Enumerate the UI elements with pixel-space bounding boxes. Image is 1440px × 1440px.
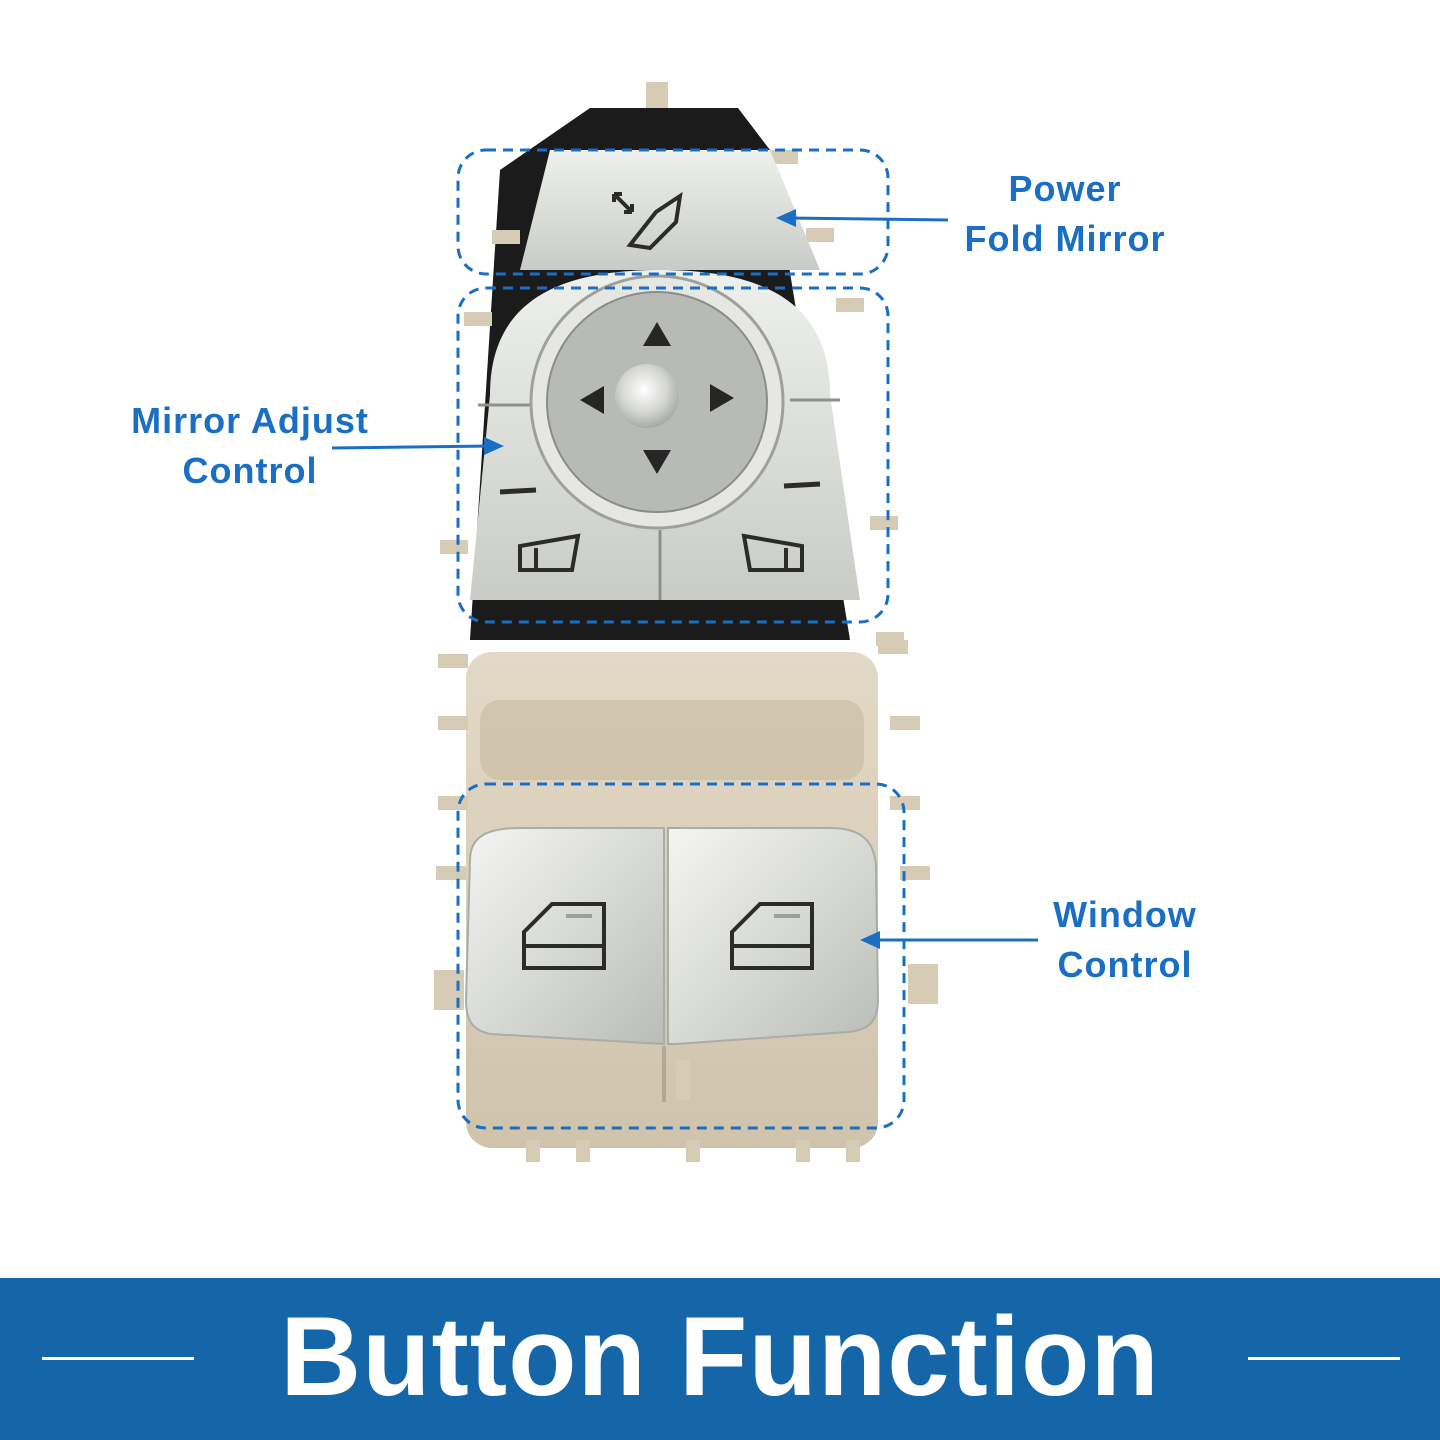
left-mirror-icon[interactable] bbox=[518, 533, 581, 572]
window-button-left[interactable] bbox=[464, 827, 665, 1046]
banner-rule-left bbox=[42, 1357, 194, 1360]
right-mirror-icon[interactable] bbox=[741, 533, 804, 572]
power-fold-line2: Fold Mirror bbox=[964, 218, 1166, 259]
power-fold-arrow bbox=[776, 209, 949, 227]
window-control-highlight bbox=[456, 782, 906, 1130]
arrow-left-icon bbox=[580, 386, 604, 414]
left-minus-mark bbox=[499, 487, 537, 495]
window-button-right[interactable] bbox=[667, 827, 880, 1045]
window-control-arrow bbox=[860, 931, 1038, 949]
arrow-down-icon bbox=[643, 450, 671, 474]
power-fold-line1: Power bbox=[1008, 168, 1122, 209]
arrow-up-icon bbox=[643, 322, 671, 346]
mirror-adjust-arrow bbox=[331, 437, 504, 455]
power-fold-highlight bbox=[456, 148, 890, 276]
title-banner: Button Function bbox=[0, 1278, 1440, 1440]
banner-title: Button Function bbox=[280, 1294, 1160, 1419]
right-minus-mark bbox=[783, 481, 821, 489]
mirror-adjust-highlight bbox=[456, 286, 890, 624]
window-icon bbox=[522, 902, 606, 970]
mirror-adjust-line2: Control bbox=[182, 450, 318, 491]
power-fold-mirror-label: Power Fold Mirror bbox=[930, 164, 1200, 264]
window-icon bbox=[730, 902, 814, 970]
mirror-adjust-line1: Mirror Adjust bbox=[131, 400, 369, 441]
mirror-adjust-label: Mirror Adjust Control bbox=[100, 396, 400, 496]
arrow-right-icon bbox=[710, 384, 734, 412]
power-fold-button[interactable] bbox=[520, 150, 820, 270]
window-control-line1: Window bbox=[1053, 894, 1197, 935]
window-control-label: Window Control bbox=[1020, 890, 1230, 990]
window-control-line2: Control bbox=[1057, 944, 1193, 985]
power-fold-mirror-icon bbox=[612, 191, 683, 251]
banner-rule-right bbox=[1248, 1357, 1400, 1360]
